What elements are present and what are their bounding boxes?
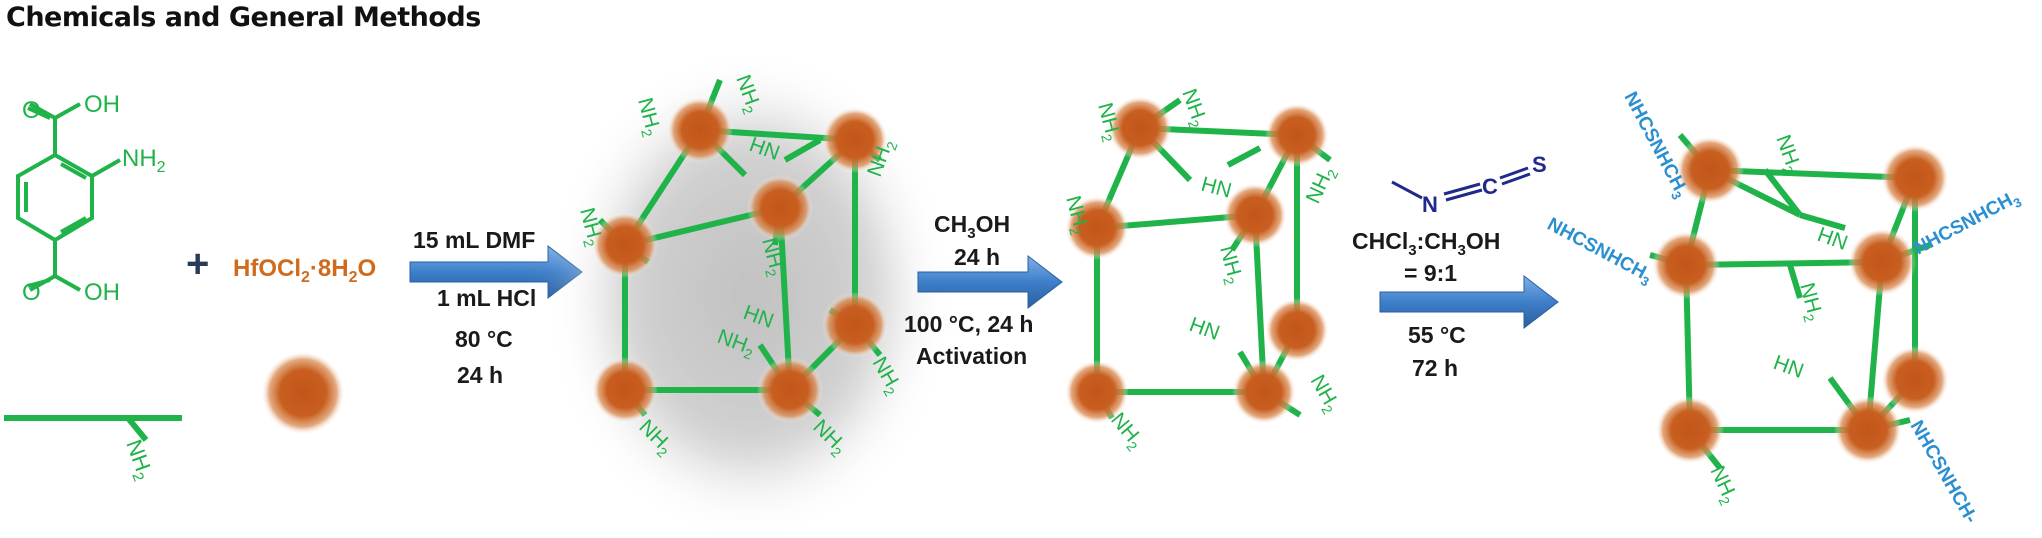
benzene-ring [16,152,94,243]
mof3-mod-c: NHCSNHCH3 [1542,214,1656,290]
ligand-nh2: NH2 [122,145,166,176]
mof2-nh2-e: NH2 [1212,243,1247,287]
mof3-nh2-c: NH2 [1703,462,1743,508]
isothiocyanate-reagent [1391,166,1531,202]
linker-nh2: NH2 [118,436,159,484]
step3-line4: 72 h [1412,355,1458,381]
reagent-c: C [1482,174,1498,199]
section-heading: Chemicals and General Methods [6,2,481,33]
reagent-s: S [1532,152,1547,177]
mof2-nh2-b: NH2 [1174,86,1212,131]
ligand-o-bottom: O [22,279,41,306]
step3-line3: 55 °C [1408,322,1466,348]
mof-as-synthesized [560,60,940,530]
plus-sign: + [186,242,209,286]
mof2-hn-b: HN [1186,313,1222,345]
step2-line4: Activation [916,343,1027,369]
mof-activated [1065,96,1332,424]
mof-thiourea-modified [1649,133,1949,470]
mof3-hn-a: HN [1814,223,1850,255]
reagent-n: N [1422,192,1438,217]
step1-line2: 1 mL HCl [437,285,536,311]
step1-line1: 15 mL DMF [413,227,535,253]
ligand-o-top: O [22,97,41,124]
arrow-step3 [1379,274,1559,330]
arrow-step2 [917,254,1063,310]
mof2-nh2-f: NH2 [1303,371,1345,417]
metal-node-sbu [261,351,345,435]
ligand-structure [16,102,121,292]
step3-line2: = 9:1 [1404,260,1457,286]
mof2-hn-a: HN [1199,173,1234,203]
step2-line1: CH3OH [934,211,1010,242]
step2-line2: 24 h [954,244,1000,270]
mof3-mod-d: NHCSNHCH- [1906,417,1982,527]
ligand-oh-top: OH [84,91,120,118]
mof3-hn-b: HN [1770,351,1806,383]
mof2-nh2-c: NH2 [1302,163,1342,209]
step1-line3: 80 °C [455,326,513,352]
linker-symbol [4,415,182,442]
ligand-oh-bottom: OH [84,279,120,306]
step2-line3: 100 °C, 24 h [904,311,1033,337]
mof3-nh2-b: NH2 [1792,280,1827,324]
solvent-halo [560,60,940,530]
step3-line1: CHCl3:CH3OH [1352,228,1500,259]
metal-salt: HfOCl2·8H2O [233,255,376,286]
step1-line4: 24 h [457,362,503,388]
mof3-mod-a: NHCSNHCH3 [1617,88,1693,202]
